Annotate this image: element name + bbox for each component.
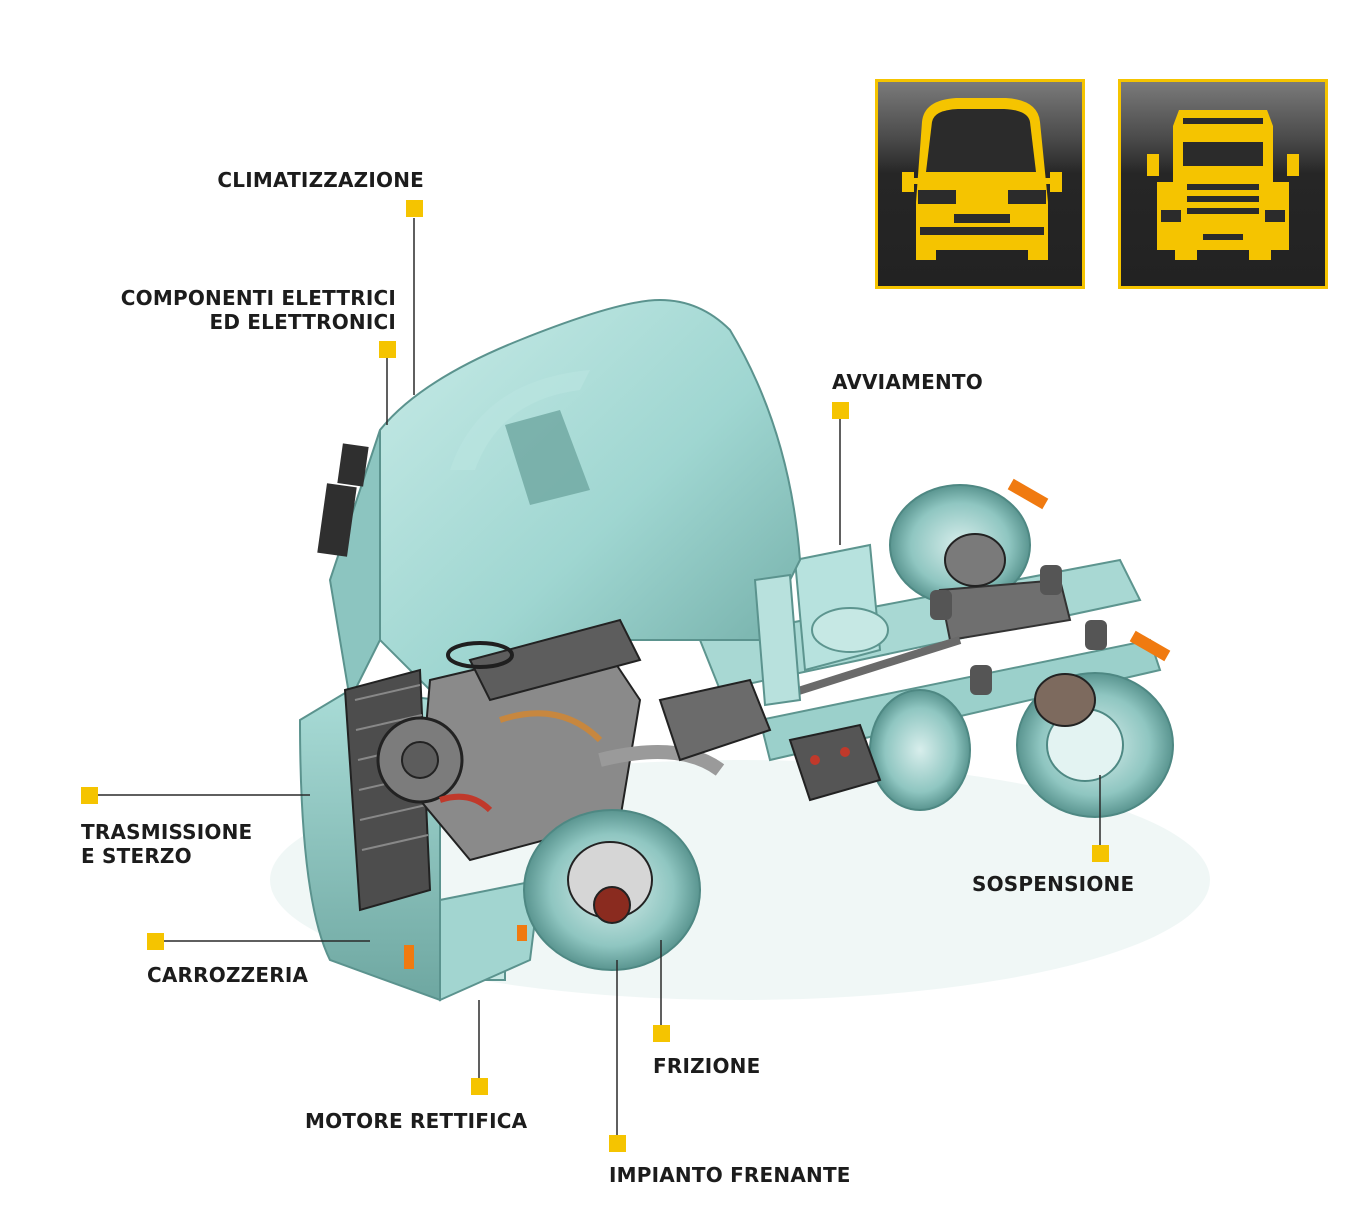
label-climatizzazione-line1: CLIMATIZZAZIONE [217,168,424,192]
marker-climatizzazione[interactable] [406,200,423,217]
marker-trasmissione[interactable] [81,787,98,804]
marker-componenti[interactable] [379,341,396,358]
label-componenti-line1: COMPONENTI ELETTRICI [120,286,396,310]
marker-motore[interactable] [471,1078,488,1095]
label-climatizzazione[interactable]: CLIMATIZZAZIONE [217,168,424,192]
label-frizione[interactable]: FRIZIONE [653,1054,760,1078]
label-motore-line1: MOTORE RETTIFICA [305,1109,528,1133]
van-front-icon [902,98,1062,260]
marker-frizione[interactable] [653,1025,670,1042]
label-componenti-line2: ED ELETTRONICI [209,310,396,334]
batteries [788,723,882,802]
rear-axle [930,533,1107,727]
label-trasmissione-line2: E STERZO [81,844,192,868]
label-impianto-frenante[interactable]: IMPIANTO FRENANTE [609,1163,851,1187]
leader-lines [98,218,1101,1135]
marker-impianto[interactable] [609,1135,626,1152]
label-sospensione[interactable]: SOSPENSIONE [972,872,1134,896]
markers [81,200,1109,1152]
mirrors [317,443,369,557]
marker-avviamento[interactable] [832,402,849,419]
label-carrozzeria[interactable]: CARROZZERIA [147,963,308,987]
label-trasmissione-sterzo[interactable]: TRASMISSIONE E STERZO [81,820,252,868]
van-selector-button[interactable] [875,79,1085,289]
label-trasmissione-line1: TRASMISSIONE [81,820,253,844]
truck-selector-button[interactable] [1118,79,1328,289]
truck-front-icon [1147,110,1299,260]
marker-sospensione[interactable] [1092,845,1109,862]
label-avviamento[interactable]: AVVIAMENTO [832,370,983,394]
gearbox [658,678,772,762]
label-impianto-line1: IMPIANTO FRENANTE [609,1163,851,1187]
label-carrozzeria-line1: CARROZZERIA [147,963,309,987]
marker-carrozzeria[interactable] [147,933,164,950]
label-avviamento-line1: AVVIAMENTO [832,370,983,394]
label-sospensione-line1: SOSPENSIONE [972,872,1135,896]
label-componenti-elettrici[interactable]: COMPONENTI ELETTRICI ED ELETTRONICI [121,286,396,334]
label-frizione-line1: FRIZIONE [653,1054,761,1078]
engine [376,618,725,862]
front-wheel [523,809,701,971]
fuel-tank [793,543,889,672]
label-motore-rettifica[interactable]: MOTORE RETTIFICA [305,1109,527,1133]
